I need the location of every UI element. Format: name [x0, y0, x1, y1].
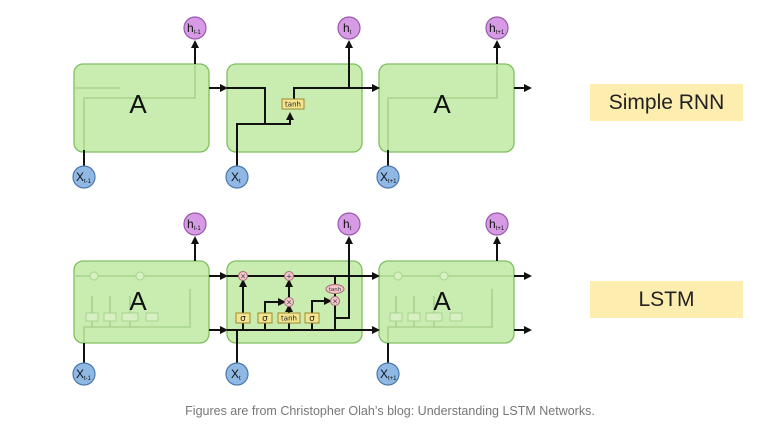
rnn-input-wire	[236, 123, 290, 166]
simple-rnn-label: Simple RNN	[590, 84, 743, 121]
lstm-candidate-gate: tanh	[277, 312, 301, 324]
lstm-add-op: +	[284, 271, 294, 281]
svg-text:Xt+1: Xt+1	[380, 170, 397, 185]
lstm-output-node-prev: ht-1	[183, 212, 207, 236]
lstm-input-node-current: Xt	[225, 362, 249, 386]
lstm-input-multiply-op: ×	[284, 297, 294, 307]
rnn-input-node-prev: Xt-1	[72, 165, 96, 189]
svg-text:σ: σ	[240, 314, 246, 324]
rnn-output-wire	[293, 40, 353, 104]
svg-text:Xt: Xt	[231, 367, 241, 382]
rnn-tanh-label: tanh	[285, 101, 301, 109]
lstm-cell-next: A	[378, 260, 515, 344]
lstm-output-gate: σ	[304, 312, 320, 324]
rnn-input-node-next: Xt+1	[376, 165, 400, 189]
lstm-row: A A	[72, 212, 532, 386]
rnn-tanh-gate: tanh	[281, 98, 305, 110]
lstm-input-gate: σ	[257, 312, 273, 324]
svg-text:ht-1: ht-1	[187, 217, 201, 232]
lstm-forget-multiply-op: ×	[238, 271, 248, 281]
rnn-output-node-next: ht+1	[485, 16, 509, 40]
svg-text:σ: σ	[262, 314, 268, 324]
lstm-input-node-prev: Xt-1	[72, 362, 96, 386]
lstm-cell-prev-label: A	[129, 286, 147, 316]
svg-text:tanh: tanh	[329, 287, 342, 293]
svg-text:×: ×	[240, 273, 246, 281]
svg-text:×: ×	[332, 298, 338, 306]
rnn-output-node-prev: ht-1	[183, 16, 207, 40]
rnn-input-node-current: Xt	[225, 165, 249, 189]
svg-text:σ: σ	[309, 314, 315, 324]
lstm-output-wire	[335, 236, 353, 319]
simple-rnn-label-text: Simple RNN	[608, 90, 725, 114]
lstm-output-multiply-op: ×	[330, 296, 340, 306]
lstm-hidden-out	[334, 305, 380, 334]
svg-text:Xt-1: Xt-1	[76, 170, 92, 185]
svg-text:ht-1: ht-1	[187, 21, 201, 36]
svg-text:Xt+1: Xt+1	[380, 367, 397, 382]
svg-text:Xt: Xt	[231, 170, 241, 185]
rnn-cell-prev: A	[73, 63, 210, 153]
lstm-cell-next-label: A	[433, 286, 451, 316]
lstm-output-node-next: ht+1	[485, 212, 509, 236]
lstm-output-node-current: ht	[337, 212, 361, 236]
svg-text:ht+1: ht+1	[489, 21, 505, 36]
lstm-label: LSTM	[590, 281, 743, 318]
svg-text:tanh: tanh	[281, 315, 297, 323]
svg-text:+: +	[286, 273, 292, 281]
svg-text:Xt-1: Xt-1	[76, 367, 92, 382]
rnn-cell-next-label: A	[433, 89, 451, 119]
rnn-cell-next: A	[378, 63, 515, 153]
rnn-row: A A tanh ht-1	[72, 16, 532, 189]
svg-text:ht: ht	[343, 21, 352, 36]
lstm-cell-prev: A	[73, 260, 210, 344]
rnn-output-node-current: ht	[337, 16, 361, 40]
lstm-input-node-next: Xt+1	[376, 362, 400, 386]
lstm-forget-gate: σ	[235, 312, 251, 324]
svg-text:ht+1: ht+1	[489, 217, 505, 232]
lstm-label-text: LSTM	[638, 287, 695, 311]
rnn-cell-prev-label: A	[129, 89, 147, 119]
lstm-state-tanh-op: tanh	[325, 284, 345, 294]
svg-text:×: ×	[286, 299, 292, 307]
figure-caption: Figures are from Christopher Olah’s blog…	[185, 404, 595, 418]
svg-text:ht: ht	[343, 217, 352, 232]
